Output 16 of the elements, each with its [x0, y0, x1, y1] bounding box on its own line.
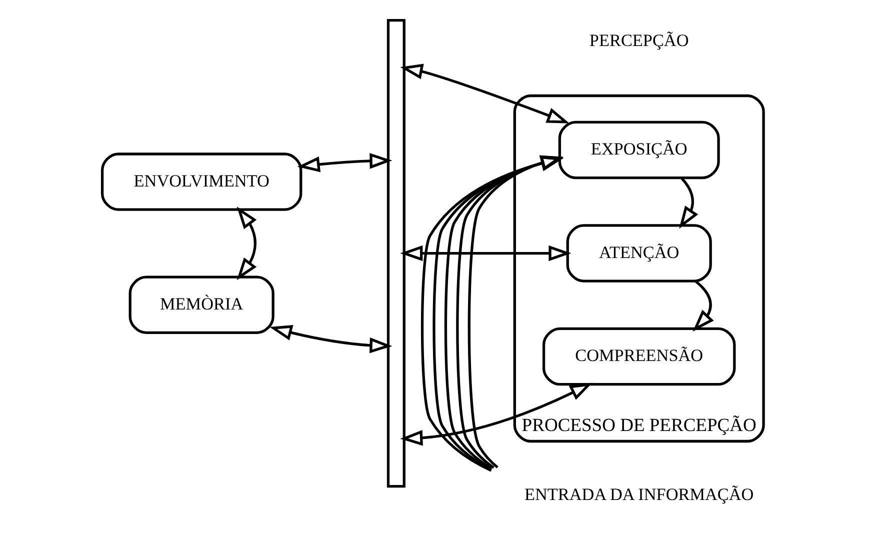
- node-box: MEMÒRIA: [128, 276, 274, 334]
- arrow: [400, 245, 571, 262]
- label: PERCEPÇÃO: [588, 30, 688, 50]
- arrow: [400, 64, 569, 124]
- node-box: COMPREENSÃO: [542, 327, 736, 386]
- node-text: ENTRADA DA INFORMAÇÃO: [524, 485, 754, 504]
- arrow: [296, 153, 392, 172]
- node-box: EXPOSIÇÃO: [558, 120, 720, 180]
- node-bar: [386, 18, 405, 488]
- arrow: [678, 177, 698, 229]
- arrow: [269, 325, 392, 354]
- arrow: [236, 206, 256, 280]
- node-box: ENVOLVIMENTO: [100, 152, 302, 211]
- node-box: ATENÇÃO: [566, 224, 712, 282]
- arrow: [692, 280, 714, 332]
- arrow: [400, 382, 592, 446]
